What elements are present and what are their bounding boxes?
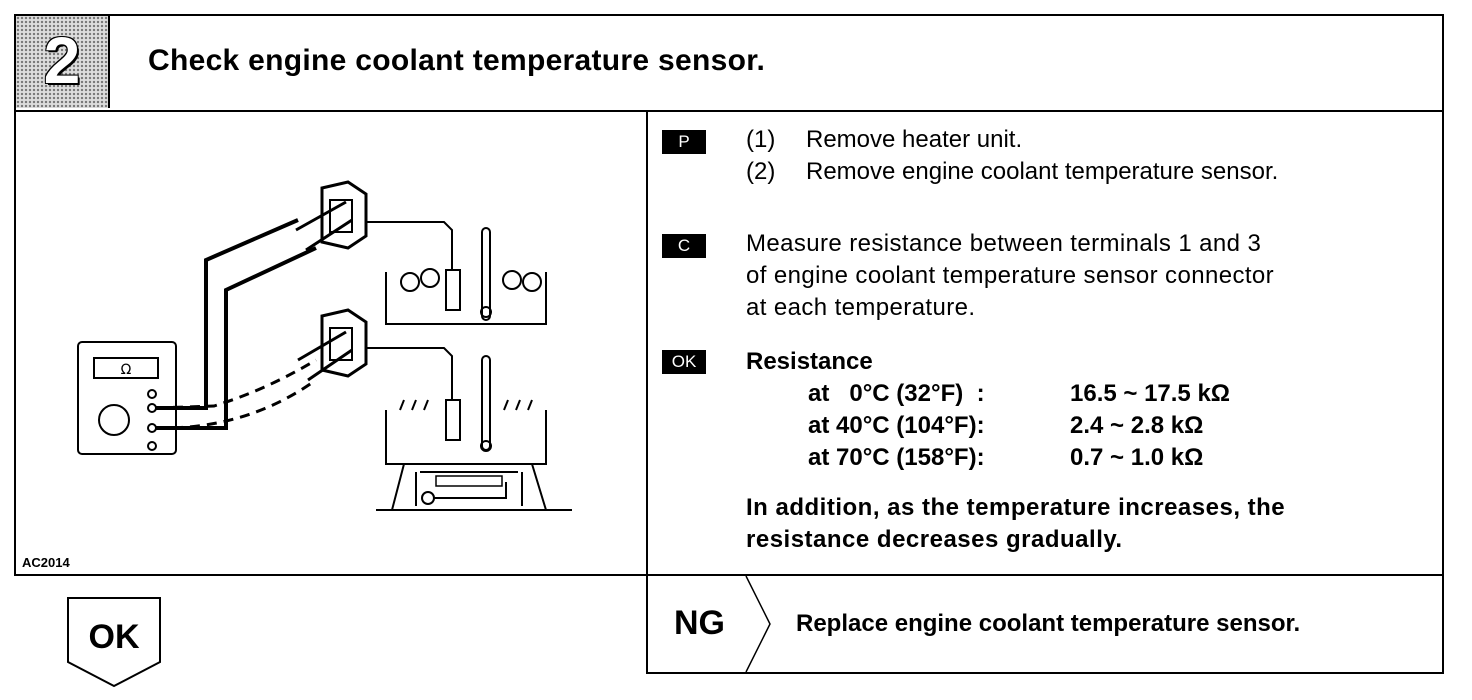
sensor-test-diagram: Ω (77, 180, 572, 511)
illustration: Ω AC2014 (16, 110, 646, 576)
column-divider (646, 110, 648, 574)
chevron-right-icon (745, 576, 771, 672)
step-header: 2 Check engine coolant temperature senso… (16, 16, 1442, 112)
ok-arrow-icon: OK (67, 597, 161, 688)
prep-steps: (1) Remove heater unit. (2) Remove engin… (746, 124, 1278, 188)
tag-check-icon: C (662, 234, 706, 258)
spec-row: at 0°C (32°F) : 16.5 ~ 17.5 kΩ (808, 380, 1231, 407)
procedure-frame: 2 Check engine coolant temperature senso… (14, 14, 1444, 576)
ng-action: Replace engine coolant temperature senso… (796, 610, 1301, 637)
step-title: Check engine coolant temperature sensor. (148, 44, 766, 77)
tag-ok-icon: OK (662, 350, 706, 374)
step-number: 2 (43, 23, 81, 97)
ng-result-row: NG Replace engine coolant temperature se… (646, 576, 1444, 674)
figure-code: AC2014 (22, 555, 70, 570)
step-number-box: 2 (16, 16, 110, 108)
instructions-panel: P (1) Remove heater unit. (2) Remove eng… (648, 110, 1442, 576)
ok-label: OK (89, 618, 140, 656)
resistance-spec: Resistance at 0°C (32°F) : 16.5 ~ 17.5 k… (746, 348, 1286, 553)
ok-result-box: OK (66, 596, 162, 688)
check-instruction: Measure resistance between terminals 1 a… (746, 230, 1275, 321)
ohmmeter-icon (77, 341, 177, 455)
prep-step: (1) Remove heater unit. (746, 126, 1023, 153)
meter-symbol: Ω (121, 362, 132, 378)
prep-step: (2) Remove engine coolant temperature se… (746, 158, 1279, 185)
spec-row: at 40°C (104°F): 2.4 ~ 2.8 kΩ (808, 412, 1204, 439)
tag-prep-icon: P (662, 130, 706, 154)
spec-row: at 70°C (158°F): 0.7 ~ 1.0 kΩ (808, 444, 1204, 471)
ng-label: NG (674, 604, 725, 642)
